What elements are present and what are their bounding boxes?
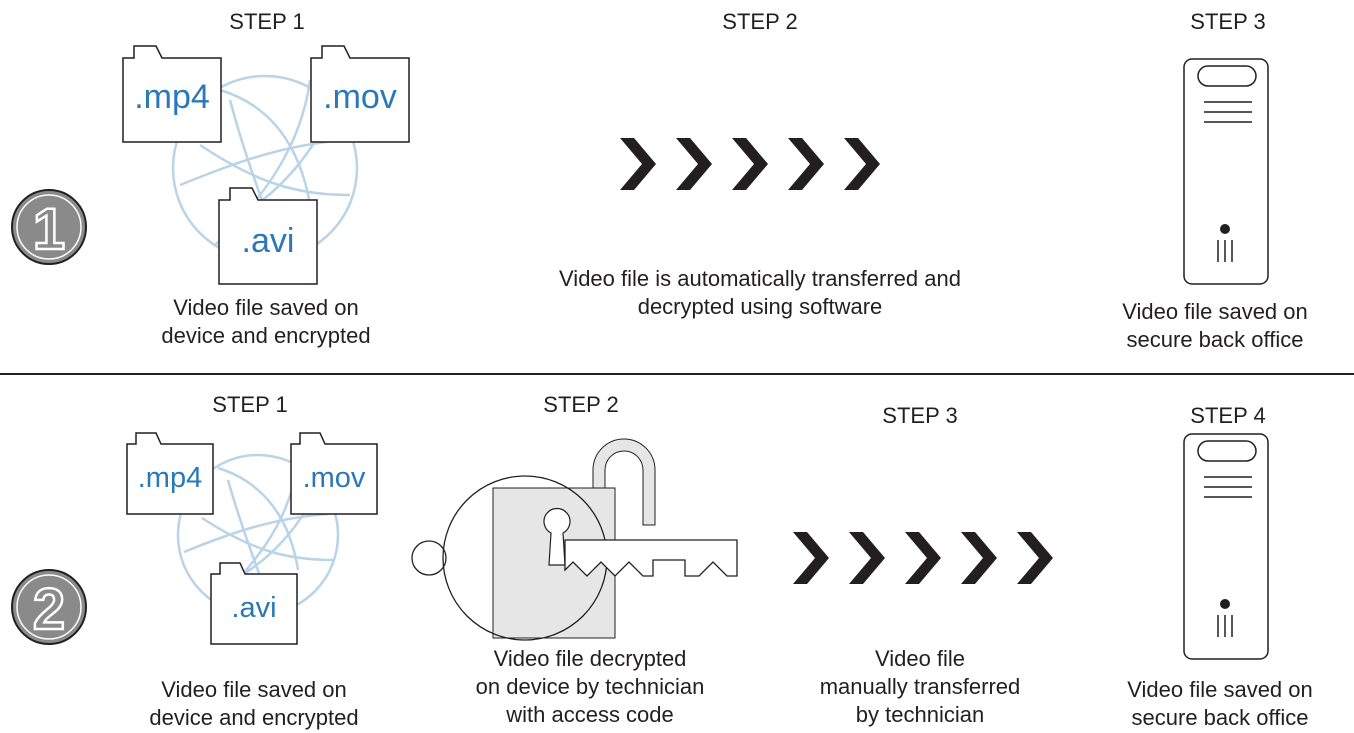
step-caption: Video file saved on device and encrypted (161, 295, 371, 348)
step-caption: Video file saved on device and encrypted (149, 677, 359, 730)
chevron-right-icon (620, 138, 880, 190)
file-icon (218, 187, 318, 285)
file-icon (210, 562, 298, 645)
file-extension: .mp4 (134, 78, 210, 116)
chevron-right-icon (793, 532, 1053, 584)
file-extension: .mp4 (137, 462, 203, 494)
server-tower-icon (1183, 433, 1269, 660)
row-number-2: 2 (33, 577, 65, 642)
file-extension: .avi (231, 592, 277, 624)
number-badge-icon: 2 (11, 569, 87, 645)
file-icon (290, 432, 378, 515)
row-divider (0, 373, 1354, 375)
file-icon (310, 45, 410, 143)
key-icon (411, 475, 738, 641)
server-tower-icon (1183, 58, 1269, 285)
file-icon (126, 432, 214, 515)
step-caption: Video file saved on secure back office (1127, 677, 1313, 730)
number-badge-icon: 1 (11, 189, 87, 265)
file-icon (122, 45, 222, 143)
file-extension: .avi (241, 222, 295, 260)
file-extension: .mov (323, 78, 397, 116)
step-caption: Video file decrypted on device by techni… (475, 646, 705, 727)
row-number-1: 1 (33, 197, 65, 262)
step-label: STEP 2 (722, 9, 798, 34)
step-caption: Video file manually transferred by techn… (819, 646, 1021, 727)
step-label: STEP 3 (882, 403, 958, 428)
step-label: STEP 4 (1190, 403, 1266, 428)
step-caption: Video file is automatically transferred … (559, 266, 961, 319)
step-label: STEP 1 (212, 392, 288, 417)
step-caption: Video file saved on secure back office (1122, 299, 1308, 352)
file-extension: .mov (302, 462, 366, 494)
step-label: STEP 3 (1190, 9, 1266, 34)
step-label: STEP 2 (543, 392, 619, 417)
step-label: STEP 1 (229, 9, 305, 34)
